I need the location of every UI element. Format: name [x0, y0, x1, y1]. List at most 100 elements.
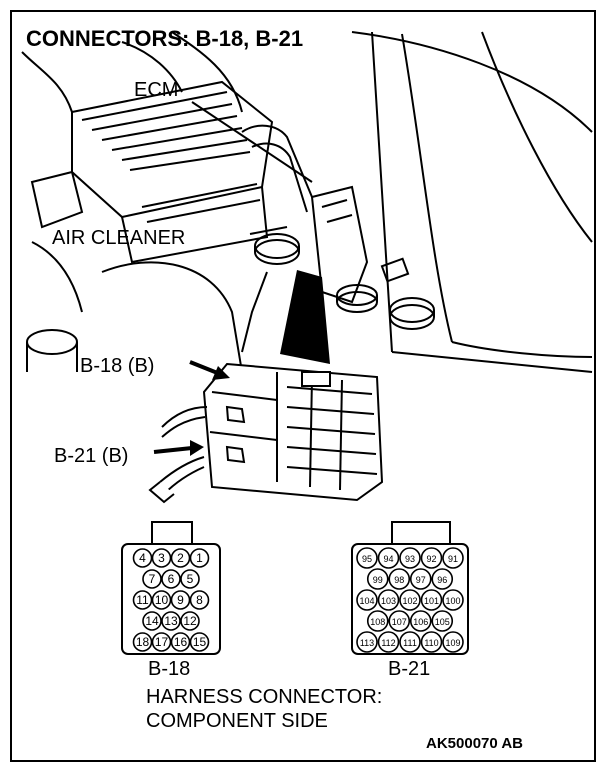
pin-circle: [189, 548, 210, 568]
pin-number: 4: [139, 551, 146, 565]
pin-circle: [442, 589, 464, 611]
pin-number: 18: [136, 635, 150, 649]
pin-circle: [409, 610, 432, 632]
pin-circle: [356, 631, 378, 653]
caption-line-2: COMPONENT SIDE: [146, 710, 328, 732]
pin-number: 92: [426, 554, 436, 564]
ecm-zoom-pointer: [280, 270, 330, 364]
pin-circle: [132, 548, 153, 568]
b21-connector-label: B-21: [388, 658, 430, 680]
ecm-enlarged: [148, 362, 384, 504]
pin-number: 13: [164, 614, 178, 628]
pin-number: 102: [402, 596, 417, 606]
pin-number: 7: [149, 572, 156, 586]
air-cleaner-leader-line: [249, 226, 288, 235]
pin-circle: [142, 611, 162, 631]
pin-circle: [151, 548, 172, 568]
pin-number: 1: [196, 551, 203, 565]
pin-number: 6: [168, 572, 175, 586]
pin-circle: [356, 547, 378, 569]
pin-circle: [180, 569, 200, 589]
pin-circle: [377, 547, 400, 569]
b18-callout-label: B-18 (B): [80, 355, 154, 377]
pin-number: 107: [392, 617, 407, 627]
pin-number: 111: [403, 638, 417, 648]
pin-circle: [161, 569, 181, 589]
pin-number: 93: [405, 554, 415, 564]
pin-number: 100: [445, 596, 460, 606]
pin-circle: [420, 589, 443, 611]
pin-number: 98: [394, 575, 404, 585]
pin-circle: [151, 590, 172, 610]
diagram-frame: CONNECTORS: B-18, B-21 ECM AIR CLEANER B…: [10, 10, 596, 762]
b21-callout-label: B-21 (B): [54, 445, 128, 467]
pin-number: 103: [381, 596, 396, 606]
ecm-label: ECM: [134, 79, 178, 101]
pin-number: 109: [445, 638, 460, 648]
pin-number: 110: [424, 638, 438, 648]
pin-circle: [420, 631, 443, 653]
pin-circle: [366, 568, 389, 590]
pin-number: 91: [448, 554, 458, 564]
pin-circle: [161, 611, 181, 631]
pin-number: 96: [437, 575, 447, 585]
pin-number: 9: [177, 593, 184, 607]
pin-number: 104: [359, 596, 374, 606]
pin-number: 5: [187, 572, 194, 586]
pin-number: 14: [145, 614, 159, 628]
engine-bay-illustration: [21, 31, 593, 373]
pin-circle: [377, 631, 400, 653]
pin-circle: [399, 547, 421, 569]
pin-number: 94: [383, 554, 393, 564]
pin-number: 97: [416, 575, 426, 585]
pin-number: 3: [158, 551, 165, 565]
pin-circle: [399, 589, 421, 611]
figure-code: AK500070 AB: [426, 735, 523, 752]
pin-number: 101: [424, 596, 439, 606]
air-cleaner-label: AIR CLEANER: [52, 227, 185, 249]
pin-circle: [180, 611, 200, 631]
diagram-title: CONNECTORS: B-18, B-21: [26, 26, 303, 51]
pin-circle: [377, 589, 400, 611]
b18-connector-label: B-18: [148, 658, 190, 680]
caption-line-1: HARNESS CONNECTOR:: [146, 686, 382, 708]
pin-circle: [399, 631, 421, 653]
pin-circle: [388, 610, 411, 632]
pin-number: 112: [381, 638, 395, 648]
callout-arrows: [153, 360, 230, 456]
pin-circle: [442, 631, 464, 653]
pin-circle: [420, 547, 443, 569]
pin-number: 16: [174, 635, 188, 649]
pin-number: 105: [435, 617, 450, 627]
pin-number: 113: [360, 638, 374, 648]
pin-circle: [356, 589, 378, 611]
connector-b21-pins: 95 94 93 92 91 99 98 97 96 104 103 102 101 100 108 107 1…: [356, 547, 464, 653]
connector-diagram: CONNECTORS: B-18, B-21 ECM AIR CLEANER B…: [21, 26, 593, 752]
pin-circle: [170, 548, 191, 568]
pin-circle: [189, 632, 210, 652]
pin-circle: [409, 568, 432, 590]
ecm-leader-line: [191, 101, 313, 183]
pin-number: 2: [177, 551, 184, 565]
pin-circle: [431, 610, 454, 632]
pin-circle: [431, 568, 454, 590]
pin-number: 8: [196, 593, 203, 607]
pin-number: 15: [193, 635, 207, 649]
pin-circle: [132, 590, 153, 610]
pin-number: 108: [370, 617, 385, 627]
pin-number: 106: [413, 617, 428, 627]
pin-number: 17: [155, 635, 169, 649]
pin-circle: [442, 547, 464, 569]
pin-circle: [388, 568, 411, 590]
pin-circle: [151, 632, 172, 652]
pin-number: 11: [136, 593, 149, 607]
pin-number: 95: [362, 554, 372, 564]
pin-circle: [170, 590, 191, 610]
pin-circle: [366, 610, 389, 632]
pin-number: 99: [373, 575, 383, 585]
pin-circle: [170, 632, 191, 652]
pin-number: 10: [155, 593, 169, 607]
pin-number: 12: [183, 614, 197, 628]
pin-circle: [189, 590, 210, 610]
